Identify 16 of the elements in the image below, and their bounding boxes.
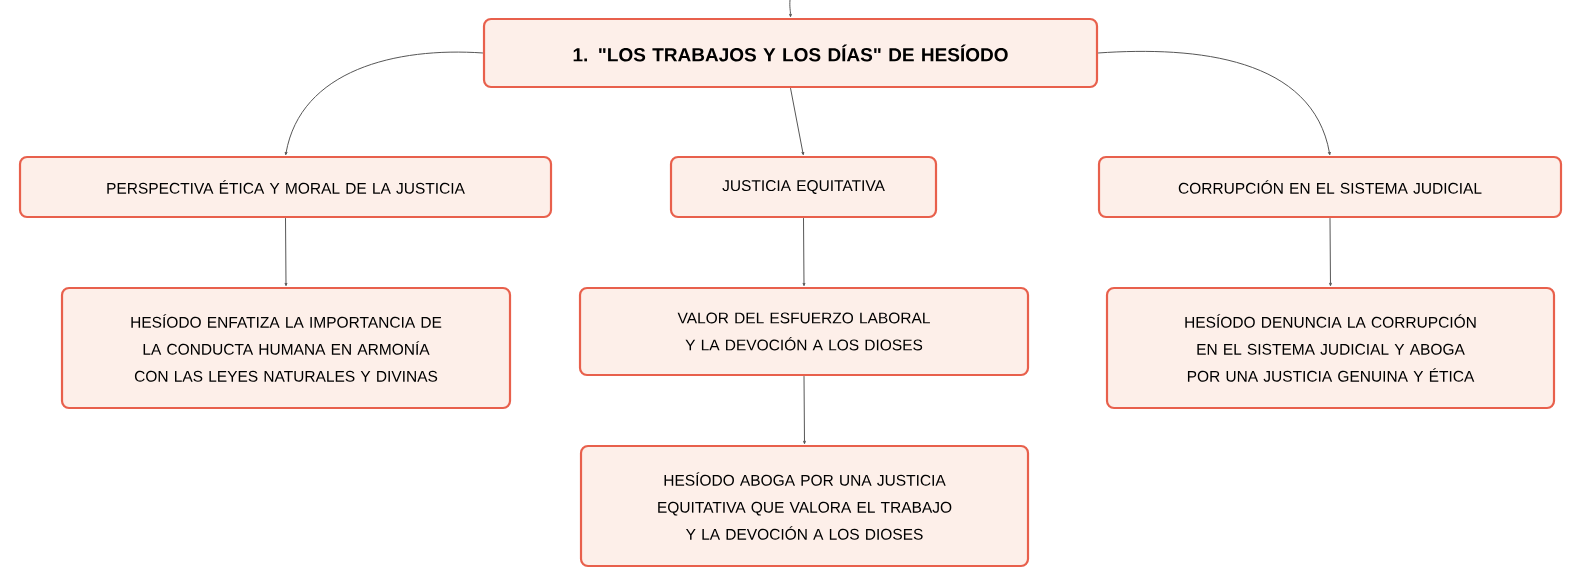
arrow: [284, 217, 288, 287]
topic-box: CORRUPCIÓN EN EL SISTEMA JUDICIAL: [1097, 155, 1563, 219]
arrow: [1329, 217, 1332, 287]
topic-box: PERSPECTIVA ÉTICA Y MORAL DE LA JUSTICIA: [18, 155, 553, 219]
arrow: [802, 217, 806, 287]
arrow: [803, 375, 806, 445]
topic-box: HESÍODO DENUNCIA LA CORRUPCIÓN EN EL SISTEMA JUDICIAL Y ABOGA POR UNA JUSTICIA GENUINA Y ÉTICA: [1105, 286, 1556, 410]
topic-box: VALOR DEL ESFUERZO LABORAL Y LA DEVOCIÓN A LOS DIOSES: [578, 286, 1030, 377]
topic-box: HESÍODO ABOGA POR UNA JUSTICIA EQUITATIVA QUE VALORA EL TRABAJO Y LA DEVOCIÓN A LOS DIOSES: [579, 444, 1030, 568]
title-box: 1. "LOS TRABAJOS Y LOS DÍAS" DE HESÍODO: [482, 17, 1099, 89]
arrow: [284, 51, 484, 156]
arrow: [790, 87, 805, 156]
arrow: [1097, 50, 1331, 156]
topic-box: HESÍODO ENFATIZA LA IMPORTANCIA DE LA CONDUCTA HUMANA EN ARMONÍA CON LAS LEYES NATURALES Y DIVINAS: [60, 286, 512, 410]
arrow: [789, 0, 792, 18]
topic-box: JUSTICIA EQUITATIVA: [669, 155, 938, 219]
